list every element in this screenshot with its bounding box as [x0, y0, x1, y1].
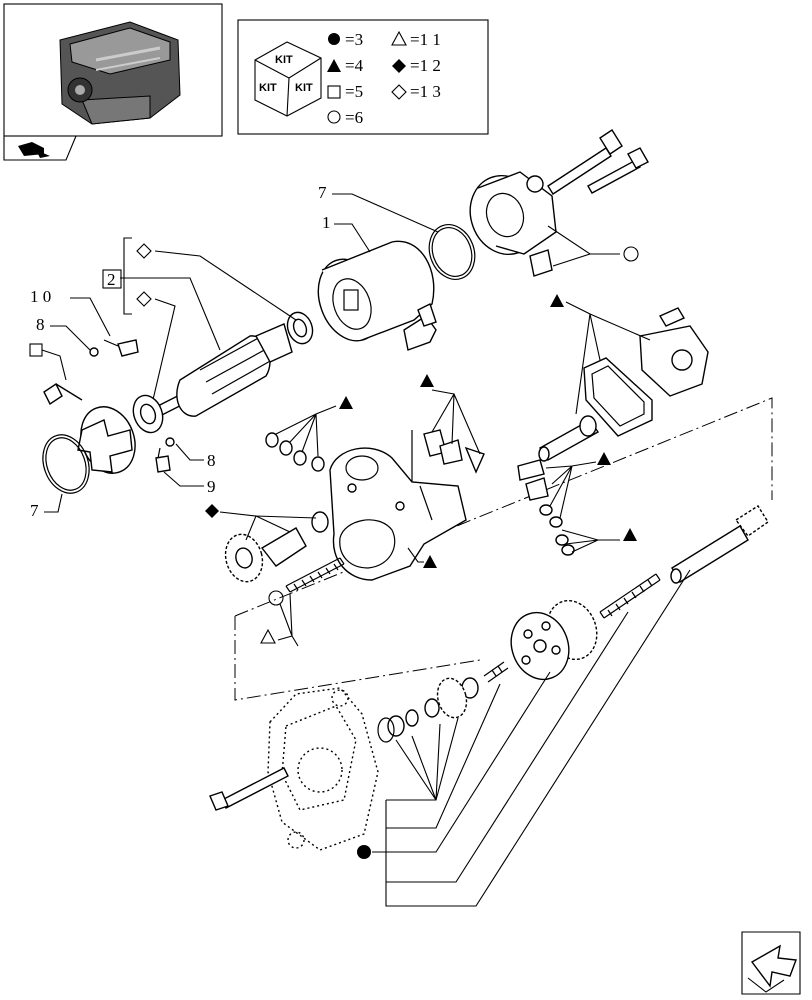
- intermediate-gear[interactable]: [220, 511, 329, 586]
- engine-icon: [59, 21, 181, 125]
- circle-outline-icon: [623, 246, 639, 262]
- drive-housing[interactable]: [329, 430, 467, 581]
- square-outline-icon: [29, 343, 43, 357]
- diamond-outline-icon: [391, 84, 407, 100]
- pinion-shaft[interactable]: [670, 505, 769, 584]
- through-bolts[interactable]: [547, 129, 649, 195]
- mounting-bolt[interactable]: [209, 767, 289, 811]
- connector-pins[interactable]: [517, 459, 575, 556]
- triangle-filled-icon: [550, 294, 564, 307]
- callout-8-bottom: 8: [207, 451, 216, 470]
- drive-spring[interactable]: [599, 573, 661, 619]
- triangle-filled-icon: [420, 374, 434, 387]
- circle-outline-icon: [268, 590, 284, 606]
- pinion-gear[interactable]: [424, 675, 479, 721]
- kit-legend: KIT KIT KIT =3 =1 1 =4 =1 2 =5 =1 3 =6: [237, 19, 489, 135]
- legend-entry-6: =1 3: [410, 82, 441, 101]
- bracket-2: [123, 237, 132, 315]
- overrunning-clutch[interactable]: [502, 594, 605, 688]
- terminal-screw[interactable]: [89, 347, 99, 357]
- view-tab[interactable]: [3, 135, 77, 161]
- diamond-outline-icon: [136, 291, 152, 307]
- legend-entry-5: =5: [345, 82, 363, 101]
- o-ring-top[interactable]: [422, 218, 482, 286]
- return-spring[interactable]: [285, 557, 345, 593]
- callout-2: 2: [107, 270, 116, 289]
- callout-9: 9: [207, 477, 216, 496]
- brush-spring[interactable]: [43, 382, 83, 406]
- yoke-housing[interactable]: [307, 240, 437, 351]
- kit-label-left: KIT: [259, 82, 277, 94]
- brush-holder-clips[interactable]: [423, 429, 485, 474]
- engine-small-icon: [18, 142, 50, 158]
- terminal-connector[interactable]: [103, 339, 139, 357]
- square-outline-icon: [327, 85, 341, 99]
- brush[interactable]: [155, 447, 171, 473]
- callout-8-top: 8: [36, 315, 45, 334]
- triangle-outline-icon: [391, 30, 407, 46]
- armature[interactable]: [148, 323, 293, 419]
- callout-10: 1 0: [30, 287, 51, 306]
- bearing-lower[interactable]: [128, 391, 167, 436]
- filled-circle-icon: [328, 33, 340, 45]
- callout-1: 1: [322, 213, 331, 232]
- solenoid-cover[interactable]: [583, 307, 709, 437]
- drive-end-housing-dotted: [267, 687, 379, 851]
- callout-line-circle-top: [547, 225, 620, 255]
- brush-plate[interactable]: [72, 399, 144, 481]
- callout-7-bottom: 7: [30, 501, 39, 520]
- diamond-filled-icon: [392, 59, 406, 73]
- boundary-line-upper: [234, 397, 773, 617]
- legend-entry-1: =3: [345, 30, 363, 49]
- legend-entry-7: =6: [345, 108, 363, 127]
- o-ring-lower[interactable]: [35, 428, 97, 499]
- boundary-line-lower: [234, 616, 481, 701]
- arrow-icon: [750, 944, 797, 988]
- kit-label-top: KIT: [275, 54, 293, 66]
- brush-screw[interactable]: [165, 437, 175, 447]
- bearing-upper[interactable]: [283, 309, 316, 347]
- engine-thumbnail[interactable]: [3, 3, 223, 137]
- callout-2-box: [102, 269, 122, 289]
- triangle-filled-icon: [339, 396, 353, 409]
- legend-entry-3: =4: [345, 56, 364, 75]
- triangle-filled-icon: [597, 452, 611, 465]
- kit-cube-icon: KIT KIT KIT: [254, 41, 322, 117]
- diamond-outline-icon: [136, 243, 152, 259]
- kit-label-right: KIT: [295, 82, 313, 94]
- callout-7-top: 7: [318, 183, 327, 202]
- triangle-outline-icon: [260, 628, 276, 644]
- clutch-spring[interactable]: [483, 661, 509, 683]
- kit-line-shaft: [385, 569, 691, 907]
- filled-circle-icon: [357, 845, 371, 859]
- circle-outline-icon: [327, 110, 341, 124]
- legend-entry-2: =1 1: [410, 30, 441, 49]
- legend-entry-4: =1 2: [410, 56, 441, 75]
- next-page-button[interactable]: [741, 931, 801, 995]
- washer-stack[interactable]: [265, 432, 325, 472]
- triangle-filled-icon: [327, 59, 341, 72]
- diamond-filled-icon: [205, 504, 219, 518]
- triangle-filled-icon: [623, 528, 637, 541]
- seal-rings[interactable]: [377, 709, 419, 743]
- triangle-filled-icon: [423, 555, 437, 568]
- end-cap[interactable]: [459, 166, 557, 277]
- plunger[interactable]: [538, 415, 600, 462]
